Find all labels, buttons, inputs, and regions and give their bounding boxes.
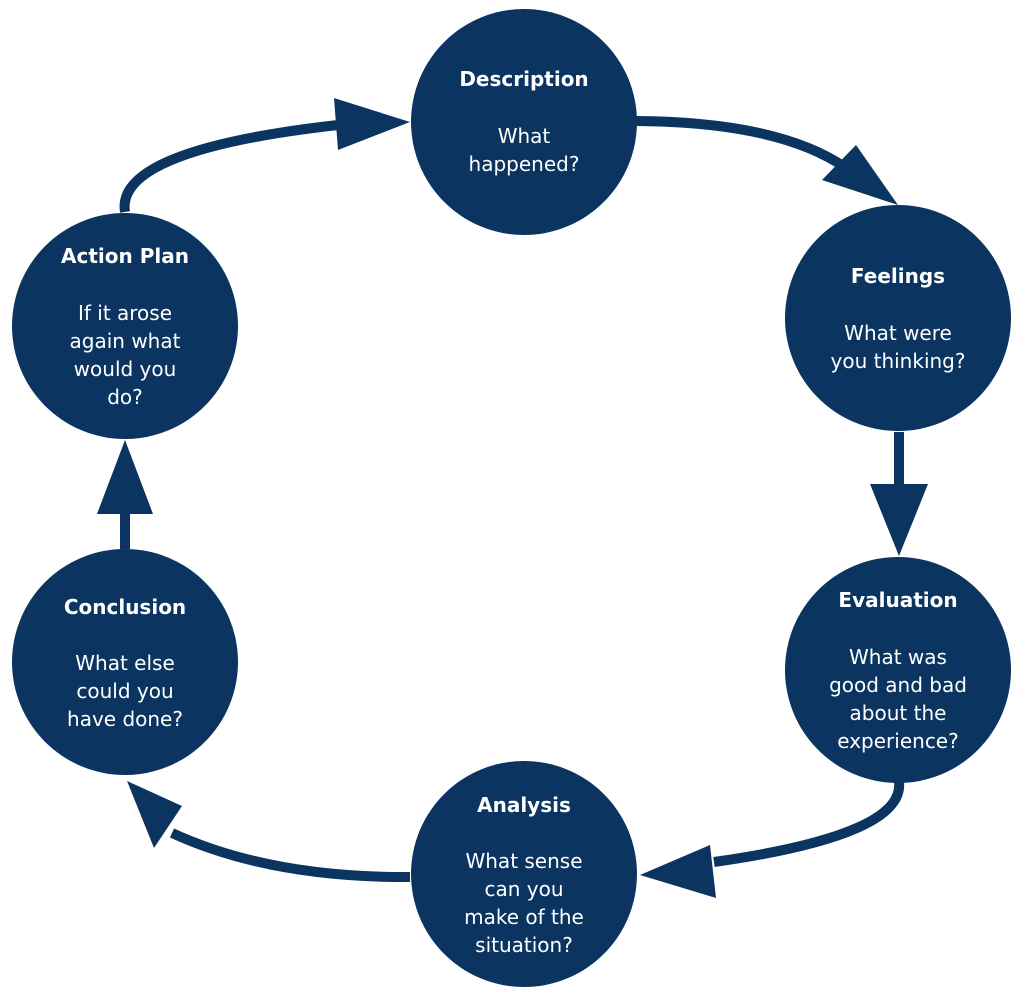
stage-title: Analysis bbox=[477, 793, 571, 817]
stage-question-line: have done? bbox=[67, 707, 183, 731]
stage-question-line: happened? bbox=[469, 152, 580, 176]
arrow-feelings-to-evaluation bbox=[870, 432, 928, 556]
stage-circle bbox=[12, 213, 238, 439]
stage-title: Description bbox=[459, 67, 588, 91]
stage-feelings: Feelings What were you thinking? bbox=[785, 205, 1011, 431]
arrow-description-to-feelings bbox=[635, 116, 898, 205]
stage-question-line: What else bbox=[75, 651, 175, 675]
stage-circle bbox=[411, 9, 637, 235]
stage-title: Evaluation bbox=[838, 588, 957, 612]
stage-question-line: you thinking? bbox=[831, 349, 966, 373]
stage-circle bbox=[12, 549, 238, 775]
arrow-action-plan-to-description bbox=[119, 98, 410, 213]
stage-question-line: can you bbox=[484, 877, 563, 901]
stage-question-line: experience? bbox=[837, 729, 958, 753]
stage-circle bbox=[785, 557, 1011, 783]
stage-action-plan: Action Plan If it arose again what would… bbox=[12, 213, 238, 439]
stage-question-line: do? bbox=[107, 385, 143, 409]
stage-question-line: What sense bbox=[465, 849, 582, 873]
stage-question-line: What were bbox=[844, 321, 952, 345]
stage-title: Conclusion bbox=[64, 595, 186, 619]
stage-circle bbox=[411, 761, 637, 987]
arrow-evaluation-to-analysis bbox=[640, 781, 905, 898]
stage-circle bbox=[785, 205, 1011, 431]
stage-conclusion: Conclusion What else could you have done… bbox=[12, 549, 238, 775]
stage-description: Description What happened? bbox=[411, 9, 637, 235]
stage-title: Action Plan bbox=[61, 244, 189, 268]
stage-question-line: What was bbox=[849, 645, 947, 669]
stage-title: Feelings bbox=[851, 264, 945, 288]
arrow-analysis-to-conclusion bbox=[127, 781, 411, 883]
arrow-conclusion-to-action-plan bbox=[97, 440, 153, 549]
stage-evaluation: Evaluation What was good and bad about t… bbox=[785, 557, 1011, 783]
stage-question-line: about the bbox=[850, 701, 947, 725]
stage-analysis: Analysis What sense can you make of the … bbox=[411, 761, 637, 987]
stage-question-line: situation? bbox=[475, 933, 573, 957]
stage-question-line: make of the bbox=[464, 905, 584, 929]
stage-question-line: again what bbox=[70, 329, 181, 353]
stage-question-line: If it arose bbox=[78, 301, 172, 325]
stage-question-line: would you bbox=[74, 357, 177, 381]
stage-question-line: good and bad bbox=[829, 673, 967, 697]
stage-question-line: What bbox=[498, 124, 551, 148]
stage-question-line: could you bbox=[76, 679, 173, 703]
